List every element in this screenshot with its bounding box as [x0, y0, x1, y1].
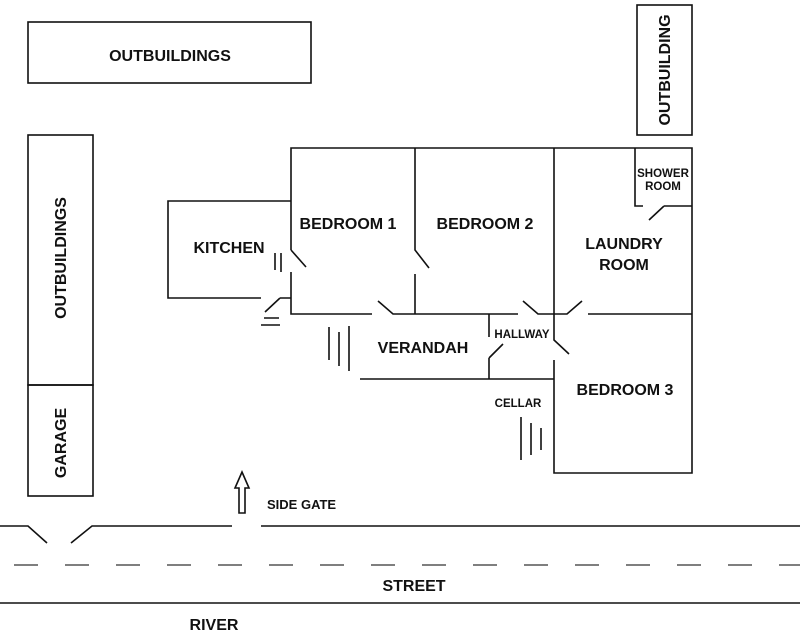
outbuilding-right	[636, 4, 693, 136]
laundry-label-line2: ROOM	[599, 257, 649, 274]
cellar-label: CELLAR	[495, 398, 542, 410]
outbuildings-top	[27, 21, 312, 84]
verandah-steps-icon	[328, 326, 350, 371]
river-label: RIVER	[190, 617, 239, 634]
outbuildings-top-label: OUTBUILDINGS	[109, 48, 231, 65]
bedroom1-label: BEDROOM 1	[300, 216, 397, 233]
side-gate-label: SIDE GATE	[267, 497, 336, 512]
hallway-label: HALLWAY	[494, 329, 549, 341]
garage	[27, 384, 94, 497]
garage-label: GARAGE	[53, 408, 70, 479]
outbuilding-right-label: OUTBUILDING	[657, 14, 674, 125]
bedroom2-label: BEDROOM 2	[437, 216, 534, 233]
cellar-steps-icon	[520, 417, 542, 460]
street	[0, 525, 800, 604]
street-label: STREET	[382, 578, 445, 595]
kitchen-steps-icon	[261, 253, 282, 326]
side-gate-arrow-icon	[233, 470, 251, 514]
kitchen-label: KITCHEN	[193, 240, 264, 257]
shower-label-line1: SHOWER	[637, 168, 689, 180]
bedroom3-label: BEDROOM 3	[577, 382, 674, 399]
verandah-label: VERANDAH	[378, 340, 469, 357]
laundry-label-line1: LAUNDRY	[585, 236, 663, 253]
house-walls	[167, 147, 693, 474]
outbuildings-left-label: OUTBUILDINGS	[53, 197, 70, 319]
shower-label-line2: ROOM	[645, 181, 681, 193]
